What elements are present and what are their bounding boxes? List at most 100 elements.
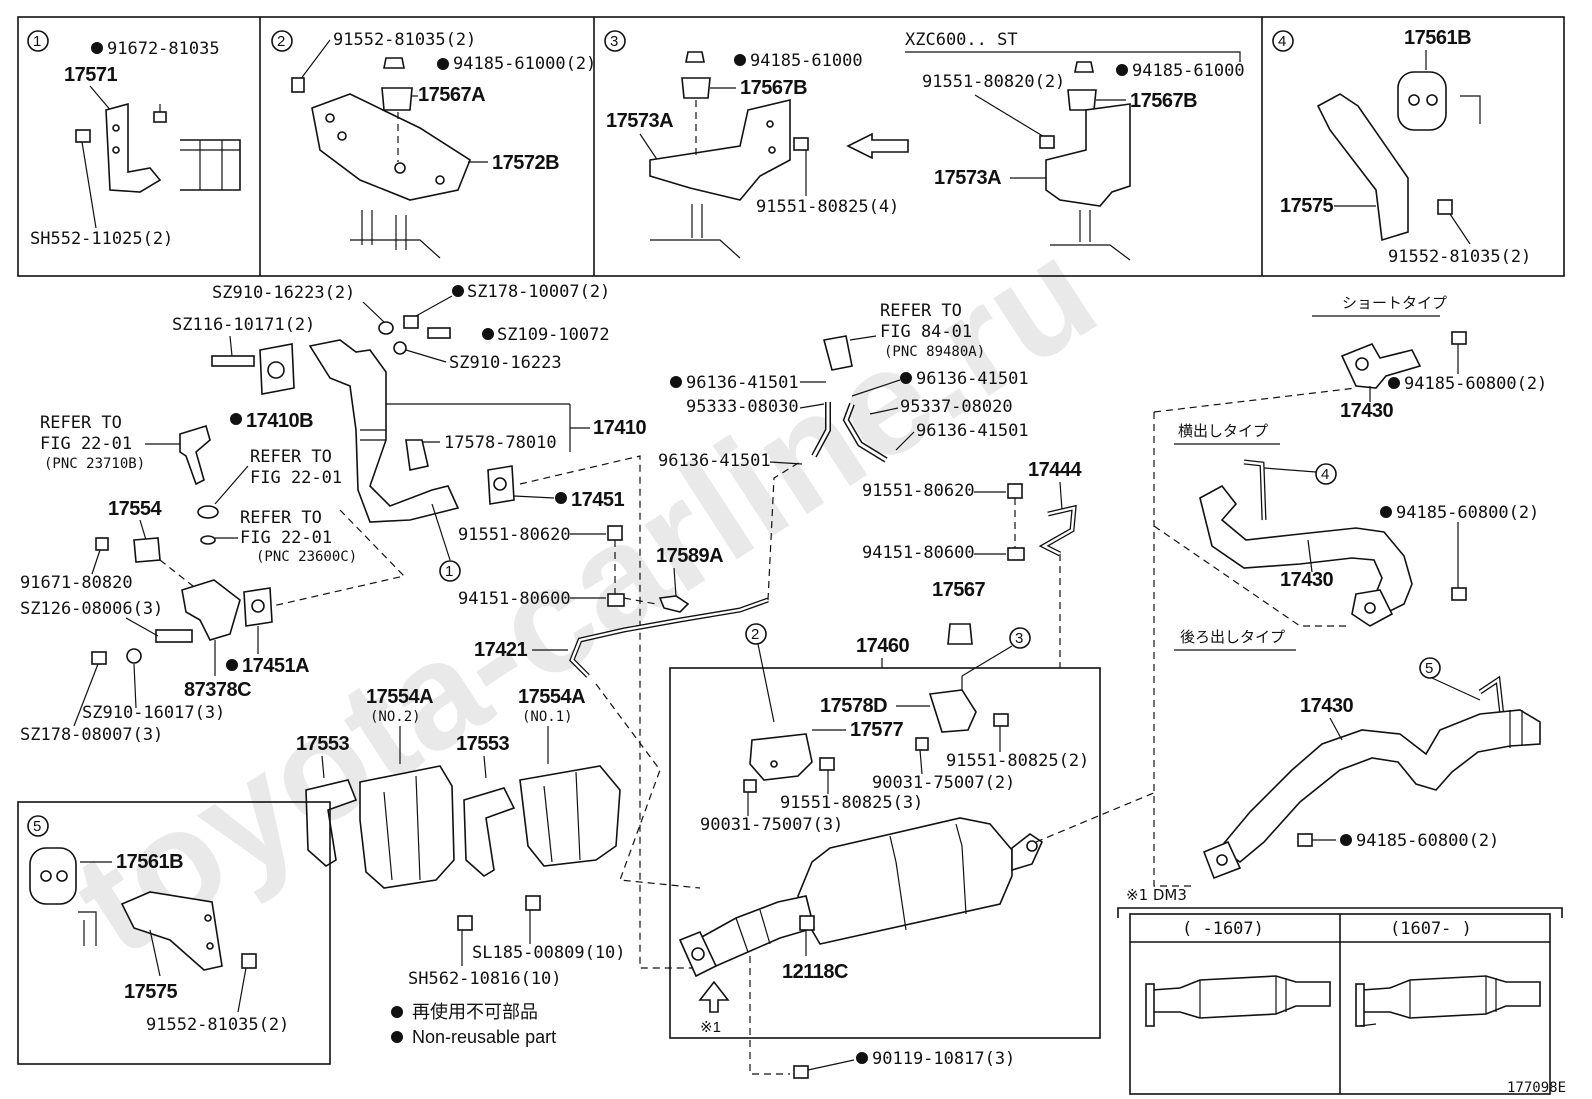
label-17410B: 17410B bbox=[246, 410, 313, 432]
label-94185-61000-2: 94185-61000(2) bbox=[453, 54, 596, 74]
dm3-inset: ※1 DM3 ( -1607) (1607- ) bbox=[1117, 886, 1563, 1095]
callout-3 bbox=[604, 30, 626, 52]
muffler-box: 17460 2 3 17578D 91551-80825(2) 17577 90… bbox=[669, 623, 1101, 1079]
label-91672-81035: 91672-81035 bbox=[107, 39, 220, 59]
callout-4 bbox=[1272, 30, 1294, 52]
label-91551-80825-3: 91551-80825(3) bbox=[780, 793, 923, 813]
label-short-type: ショートタイプ bbox=[1342, 294, 1447, 312]
label-side-type: 横出しタイプ bbox=[1178, 422, 1268, 440]
stud-sz126 bbox=[155, 629, 193, 643]
svg-text:4: 4 bbox=[1321, 466, 1329, 483]
refer-fig22-c-2: FIG 22-01 bbox=[240, 528, 332, 548]
bolt-91551-80825-a bbox=[993, 713, 1009, 727]
diagram-id: 177098E bbox=[1507, 1080, 1566, 1096]
legend-en: Non-reusable part bbox=[412, 1027, 556, 1047]
label-17567: 17567 bbox=[932, 579, 985, 601]
front-pipe-17410 bbox=[308, 339, 460, 523]
bracket-17573A-b bbox=[1045, 103, 1131, 207]
label-17573A-a: 17573A bbox=[606, 110, 673, 132]
label-rear-type: 後ろ出しタイプ bbox=[1180, 628, 1285, 646]
label-17553-a: 17553 bbox=[296, 733, 349, 755]
bolt-91551-80825-b bbox=[819, 757, 835, 771]
refer-fig84-3: (PNC 89480A) bbox=[884, 344, 985, 360]
nut-12118C bbox=[799, 915, 815, 931]
nut-90031-b bbox=[743, 779, 757, 793]
dm3-pipe-early bbox=[1151, 975, 1331, 1019]
tailpipe-17430-rear bbox=[1218, 709, 1541, 864]
bracket-17589A bbox=[658, 595, 690, 613]
front-flex-pipe bbox=[698, 895, 815, 968]
nut-94151-b bbox=[1007, 547, 1025, 561]
refer-fig22-b-2: FIG 22-01 bbox=[250, 468, 342, 488]
label-91552-81035: 91552-81035(2) bbox=[333, 30, 476, 50]
nut-94185-b bbox=[1451, 587, 1467, 601]
label-dm3: ※1 DM3 bbox=[1126, 886, 1187, 904]
label-91552-81035-b: 91552-81035(2) bbox=[146, 1015, 289, 1035]
label-96136-41501-d: 96136-41501 bbox=[658, 451, 771, 471]
bolt-91671 bbox=[95, 537, 109, 551]
panel-5: 5 17561B 17575 91552-81035(2) bbox=[17, 801, 331, 1065]
label-94151-80600-a: 94151-80600 bbox=[458, 589, 571, 609]
bracket-17573A-a bbox=[649, 98, 791, 201]
dm3-col-2: (1607- ) bbox=[1390, 919, 1472, 939]
label-96136-41501-b: 96136-41501 bbox=[916, 369, 1029, 389]
bracket-17572B bbox=[311, 93, 471, 201]
svg-text:3: 3 bbox=[610, 33, 618, 50]
panel-3: 3 94185-61000 17567B 17573A 91551-80825(… bbox=[604, 30, 1245, 261]
bracket-17577 bbox=[749, 733, 813, 781]
refer-fig22-c-3: (PNC 23600C) bbox=[256, 549, 357, 565]
label-17575-a: 17575 bbox=[1280, 195, 1333, 217]
insulator-17553-b bbox=[463, 787, 516, 877]
label-17554: 17554 bbox=[108, 498, 162, 520]
label-87378C: 87378C bbox=[184, 679, 251, 701]
callout-2 bbox=[271, 30, 293, 52]
label-91551-80620-b: 91551-80620 bbox=[862, 481, 975, 501]
label-17561B-b: 17561B bbox=[116, 851, 183, 873]
refer-fig22-a-2: FIG 22-01 bbox=[40, 434, 132, 454]
grommet-17567 bbox=[947, 623, 973, 645]
callout-2-main bbox=[745, 623, 767, 645]
shell-17554A-no1 bbox=[519, 765, 621, 867]
label-sl185-00809: SL185-00809(10) bbox=[472, 943, 626, 963]
grommet-17567B-a bbox=[681, 77, 711, 99]
middle-parts: 17451 91551-80620 94151-80600 17589A 174… bbox=[458, 301, 1083, 969]
label-17460: 17460 bbox=[856, 635, 909, 657]
refer-fig84-1: REFER TO bbox=[880, 301, 962, 321]
label-sz178-10007: SZ178-10007(2) bbox=[467, 282, 610, 302]
refer-fig22-b-1: REFER TO bbox=[250, 447, 332, 467]
label-17578-78010: 17578-78010 bbox=[444, 433, 557, 453]
nut-90031-a bbox=[915, 737, 929, 751]
hanger-17554 bbox=[133, 537, 161, 563]
label-sz178-08007: SZ178-08007(3) bbox=[20, 725, 163, 745]
svg-text:5: 5 bbox=[33, 818, 41, 835]
bolt-90119 bbox=[793, 1065, 809, 1079]
bracket-17575-b bbox=[120, 891, 223, 971]
label-94185-61000-a: 94185-61000 bbox=[750, 51, 863, 71]
shell-17554A-no2 bbox=[359, 765, 455, 889]
hanger-rod-4 bbox=[1243, 459, 1267, 521]
label-17451A: 17451A bbox=[242, 655, 309, 677]
label-91551-80825-4: 91551-80825(4) bbox=[756, 197, 899, 217]
label-17571: 17571 bbox=[64, 64, 117, 86]
label-17430-side: 17430 bbox=[1280, 569, 1333, 591]
nut-sz178 bbox=[403, 315, 419, 329]
label-94185-60800-a: 94185-60800(2) bbox=[1404, 374, 1547, 394]
label-17554A-no2: 17554A bbox=[366, 686, 433, 708]
stud-sz116 bbox=[211, 355, 255, 367]
label-xzc600-st: XZC600.. ST bbox=[905, 30, 1018, 50]
label-sz910-16223: SZ910-16223 bbox=[449, 353, 562, 373]
dm3-pipe-late bbox=[1361, 975, 1541, 1019]
label-12118C: 12118C bbox=[782, 961, 848, 983]
label-91551-80820: 91551-80820(2) bbox=[922, 72, 1065, 92]
callout-5 bbox=[27, 815, 49, 837]
label-sh552-11025: SH552-11025(2) bbox=[30, 229, 173, 249]
label-90031-75007-3: 90031-75007(3) bbox=[700, 815, 843, 835]
bolt-91552-b bbox=[241, 953, 257, 969]
tailpipe-17430-side bbox=[1199, 484, 1413, 613]
svg-text:4: 4 bbox=[1278, 33, 1286, 50]
note-x1: ※1 bbox=[700, 1019, 721, 1036]
label-17578D: 17578D bbox=[820, 695, 887, 717]
bracket-17575-a bbox=[1316, 93, 1409, 242]
legend-jp: 再使用不可部品 bbox=[412, 1002, 538, 1022]
